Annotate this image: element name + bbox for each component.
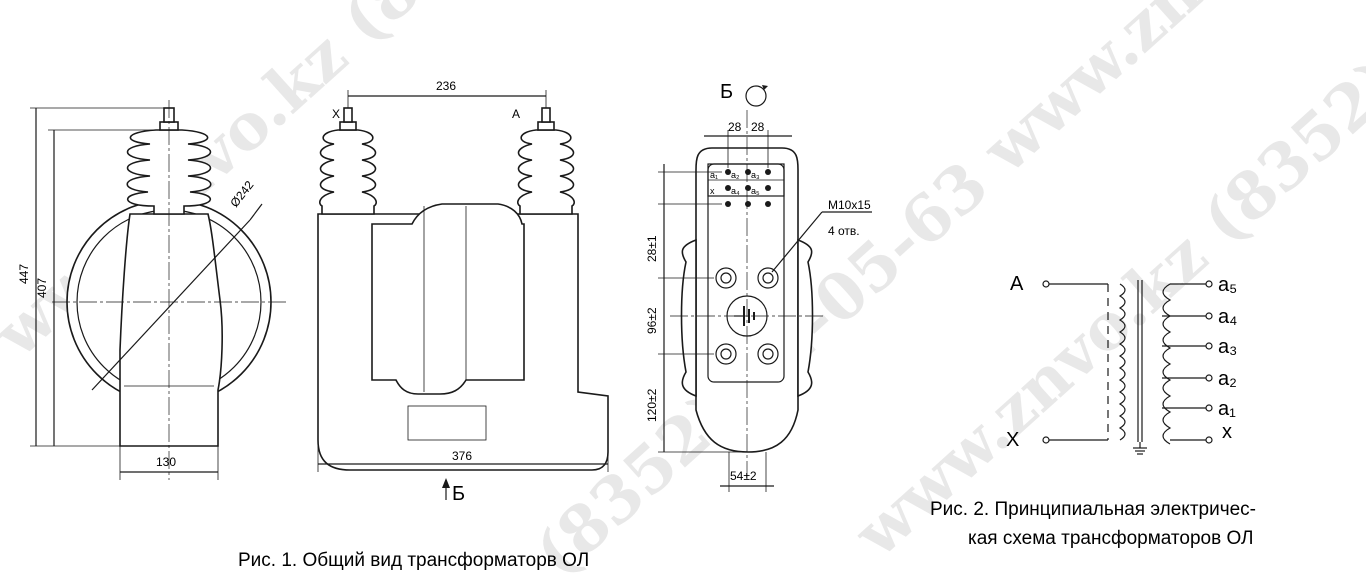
dim-130: 130 [156, 455, 176, 469]
terminal-a-stud [541, 107, 551, 123]
terminal-stud [745, 185, 751, 191]
view-b: Б a₁ a₂ a₃ x a₄ a₅ [645, 81, 872, 492]
terminal-label-a1: a₁ [710, 170, 718, 180]
mounting-hole [757, 267, 779, 289]
primary-coil [1118, 283, 1126, 441]
terminal-stud [725, 169, 731, 175]
flange-left [680, 238, 697, 398]
terminal-stud [765, 201, 771, 207]
insulator-x [319, 129, 377, 215]
primary-terminal-x: X [1006, 429, 1019, 451]
secondary-label-x: x [1222, 421, 1232, 443]
terminal-stud [725, 201, 731, 207]
view-marker: Б [452, 483, 465, 505]
insulator-a [517, 129, 575, 215]
terminal-node [1042, 280, 1050, 288]
terminal-node [1205, 436, 1213, 444]
terminal-node [1205, 342, 1213, 350]
mounting-hole [715, 343, 737, 365]
fig1-caption: Рис. 1. Общий вид трансформаторв ОЛ [238, 550, 589, 571]
ground-icon [1133, 442, 1147, 455]
dim-pitch-1: 28 [728, 120, 742, 134]
holes-label: 4 отв. [828, 224, 860, 238]
side-view: Ø242 447 407 130 [17, 100, 286, 480]
terminal-label-a3: a₃ [751, 170, 760, 180]
terminal-node [1205, 280, 1213, 288]
mounting-hole [757, 343, 779, 365]
dim-96-2: 96±2 [645, 307, 659, 334]
dim-236: 236 [436, 79, 456, 93]
terminal-node [1042, 436, 1050, 444]
rotation-arrow-icon [762, 85, 768, 90]
terminal-label-a2: a₂ [731, 170, 740, 180]
flange-right [797, 238, 814, 398]
secondary-label-a2: a₂ [1218, 368, 1237, 390]
mounting-hole [715, 267, 737, 289]
terminal-stud [765, 169, 771, 175]
terminal-stud [745, 169, 751, 175]
diameter-leader-tail [249, 203, 263, 221]
dim-376: 376 [452, 449, 472, 463]
terminal-node [1205, 312, 1213, 320]
view-b-title: Б [720, 81, 733, 103]
dim-447: 447 [17, 264, 31, 284]
dim-28-1: 28±1 [645, 235, 659, 262]
fig2-caption-line-2: кая схема трансформаторов ОЛ [968, 528, 1254, 549]
terminal-stud [765, 185, 771, 191]
secondary-label-a1: a₁ [1218, 398, 1236, 420]
terminal-x-base [339, 121, 357, 131]
terminal-stud [745, 201, 751, 207]
secondary-label-a4: a₄ [1218, 306, 1237, 328]
terminal-a-label: A [512, 107, 520, 121]
nameplate [407, 405, 487, 441]
schematic: A X a₅ a₄ a₃ [1006, 273, 1237, 455]
dim-pitch-2: 28 [751, 120, 765, 134]
front-view: X A 236 376 Б [317, 79, 609, 505]
side-body [119, 213, 223, 447]
thread-leader [771, 211, 823, 273]
terminal-stud [725, 185, 731, 191]
secondary-coil [1162, 283, 1172, 445]
thread-label: M10x15 [828, 198, 871, 212]
dim-120-2: 120±2 [645, 388, 659, 422]
terminal-node [1205, 374, 1213, 382]
terminal-node [1205, 404, 1213, 412]
terminal-x-stud [343, 107, 353, 123]
dim-407: 407 [35, 278, 49, 298]
fig2-caption-line-1: Рис. 2. Принципиальная электричес- [930, 499, 1256, 520]
view-b-rotation-icon [745, 85, 767, 107]
winding-block [371, 203, 525, 395]
secondary-label-a5: a₅ [1218, 274, 1237, 296]
terminal-label-x: x [710, 186, 715, 196]
terminal-label-a4: a₄ [731, 186, 740, 196]
terminal-label-a5: a₅ [751, 186, 760, 196]
diameter-leader [91, 219, 251, 391]
primary-terminal-a: A [1010, 273, 1024, 295]
terminal-x-label: X [332, 107, 340, 121]
secondary-label-a3: a₃ [1218, 336, 1237, 358]
terminal-a-base [537, 121, 555, 131]
dim-54-2: 54±2 [730, 469, 757, 483]
view-arrow-head [442, 478, 450, 488]
